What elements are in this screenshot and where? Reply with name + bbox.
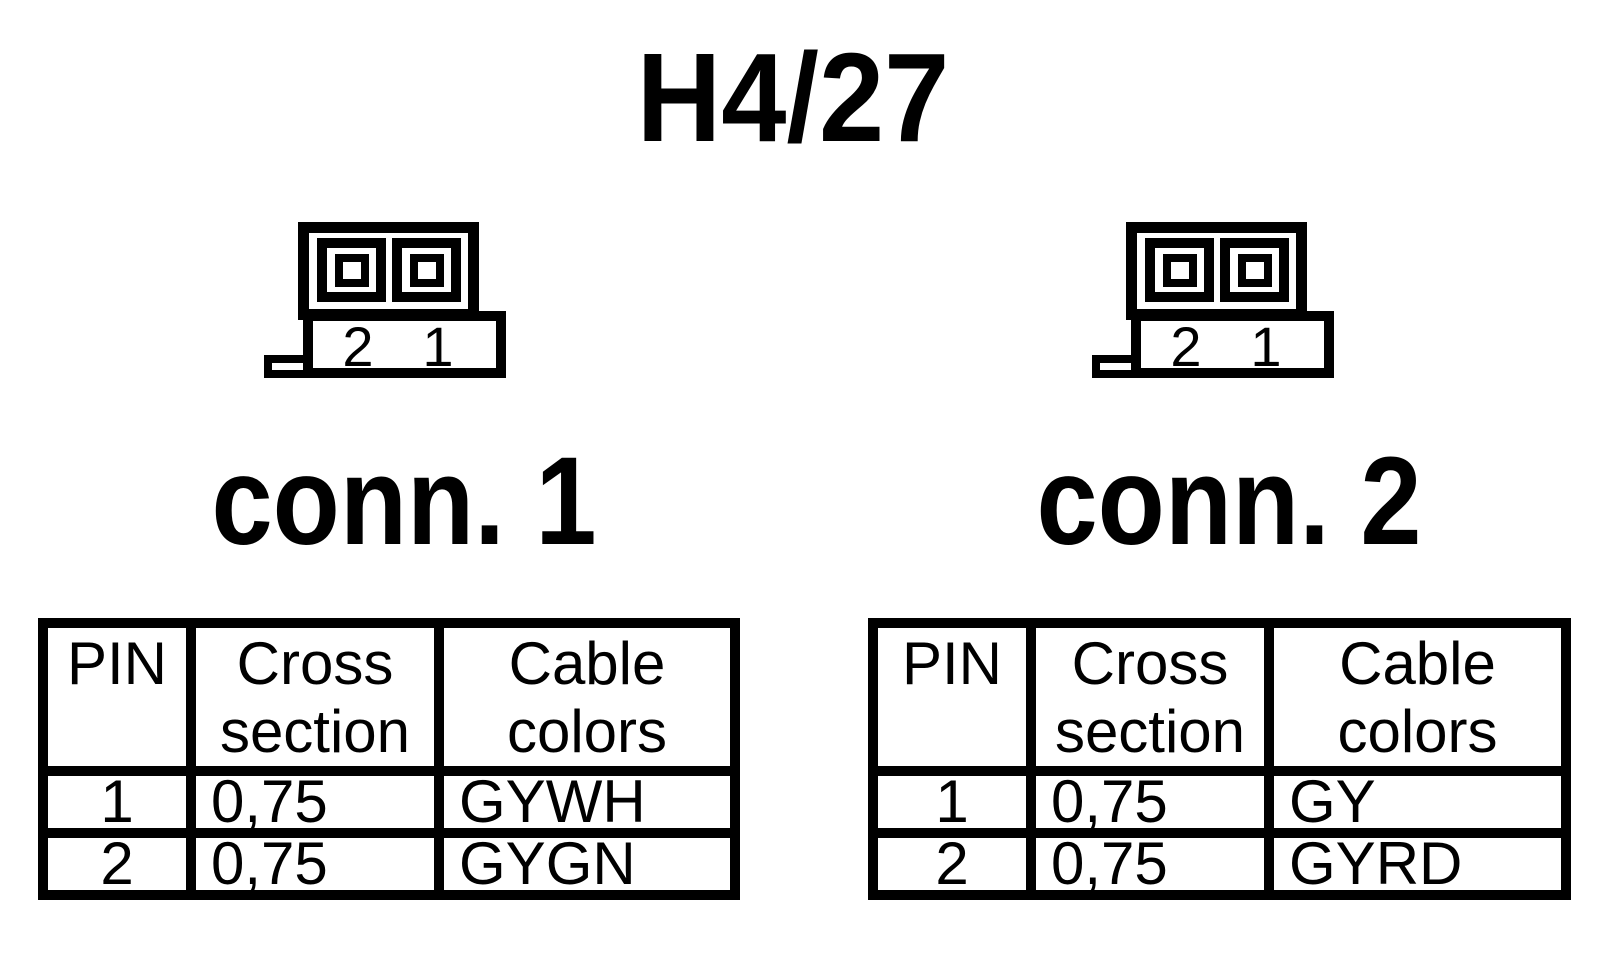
- cross-section-cell: 0,75: [1026, 827, 1274, 900]
- table-row: 1 0,75 GY: [868, 765, 1571, 838]
- pin-socket-icon: [1145, 238, 1214, 302]
- header-cell-cable-colors: Cable colors: [434, 618, 740, 776]
- conn-2-pinout-table: PIN Cross section Cable colors 1 0,75 GY…: [868, 618, 1571, 900]
- header-cell-pin: PIN: [868, 618, 1036, 776]
- connector-1-label: conn. 1: [211, 432, 597, 571]
- pin-terminal-icon: [1162, 253, 1197, 287]
- pin-cell: 1: [868, 765, 1036, 838]
- connector-body: 2 1: [1131, 311, 1334, 378]
- connector-body: 2 1: [303, 311, 506, 378]
- table-row: 2 0,75 GYRD: [868, 827, 1571, 900]
- pin-number-label: 1: [1250, 315, 1282, 378]
- pin-socket-icon: [1220, 238, 1289, 302]
- pin-socket-icon: [392, 238, 461, 302]
- connector-housing: [1126, 222, 1307, 320]
- table-row: 2 0,75 GYGN: [38, 827, 740, 900]
- connector-2-label: conn. 2: [1036, 432, 1422, 571]
- table-header-row: PIN Cross section Cable colors: [868, 618, 1571, 776]
- table-row: 1 0,75 GYWH: [38, 765, 740, 838]
- cable-color-cell: GY: [1264, 765, 1571, 838]
- cable-color-cell: GYGN: [434, 827, 740, 900]
- header-cell-pin: PIN: [38, 618, 196, 776]
- pin-number-label: 2: [1170, 315, 1202, 378]
- connector-mount-tab: [1092, 355, 1142, 378]
- pin-terminal-icon: [409, 253, 444, 287]
- pin-cell: 2: [868, 827, 1036, 900]
- header-cell-cross-section: Cross section: [186, 618, 444, 776]
- pin-number-label: 1: [422, 315, 454, 378]
- conn-1-pinout-table: PIN Cross section Cable colors 1 0,75 GY…: [38, 618, 740, 900]
- cross-section-cell: 0,75: [186, 765, 444, 838]
- pin-cell: 2: [38, 827, 196, 900]
- pin-cell: 1: [38, 765, 196, 838]
- table-header-row: PIN Cross section Cable colors: [38, 618, 740, 776]
- connector-1-figure: 2 1: [264, 222, 506, 380]
- header-cell-cross-section: Cross section: [1026, 618, 1274, 776]
- pin-terminal-icon: [1237, 253, 1272, 287]
- pin-socket-icon: [317, 238, 386, 302]
- connector-mount-tab: [264, 355, 314, 378]
- cable-color-cell: GYRD: [1264, 827, 1571, 900]
- header-cell-cable-colors: Cable colors: [1264, 618, 1571, 776]
- connector-housing: [298, 222, 479, 320]
- diagram-title: H4/27: [636, 27, 950, 168]
- cross-section-cell: 0,75: [186, 827, 444, 900]
- cable-color-cell: GYWH: [434, 765, 740, 838]
- connector-2-figure: 2 1: [1092, 222, 1334, 380]
- pin-number-label: 2: [342, 315, 374, 378]
- pin-terminal-icon: [334, 253, 369, 287]
- cross-section-cell: 0,75: [1026, 765, 1274, 838]
